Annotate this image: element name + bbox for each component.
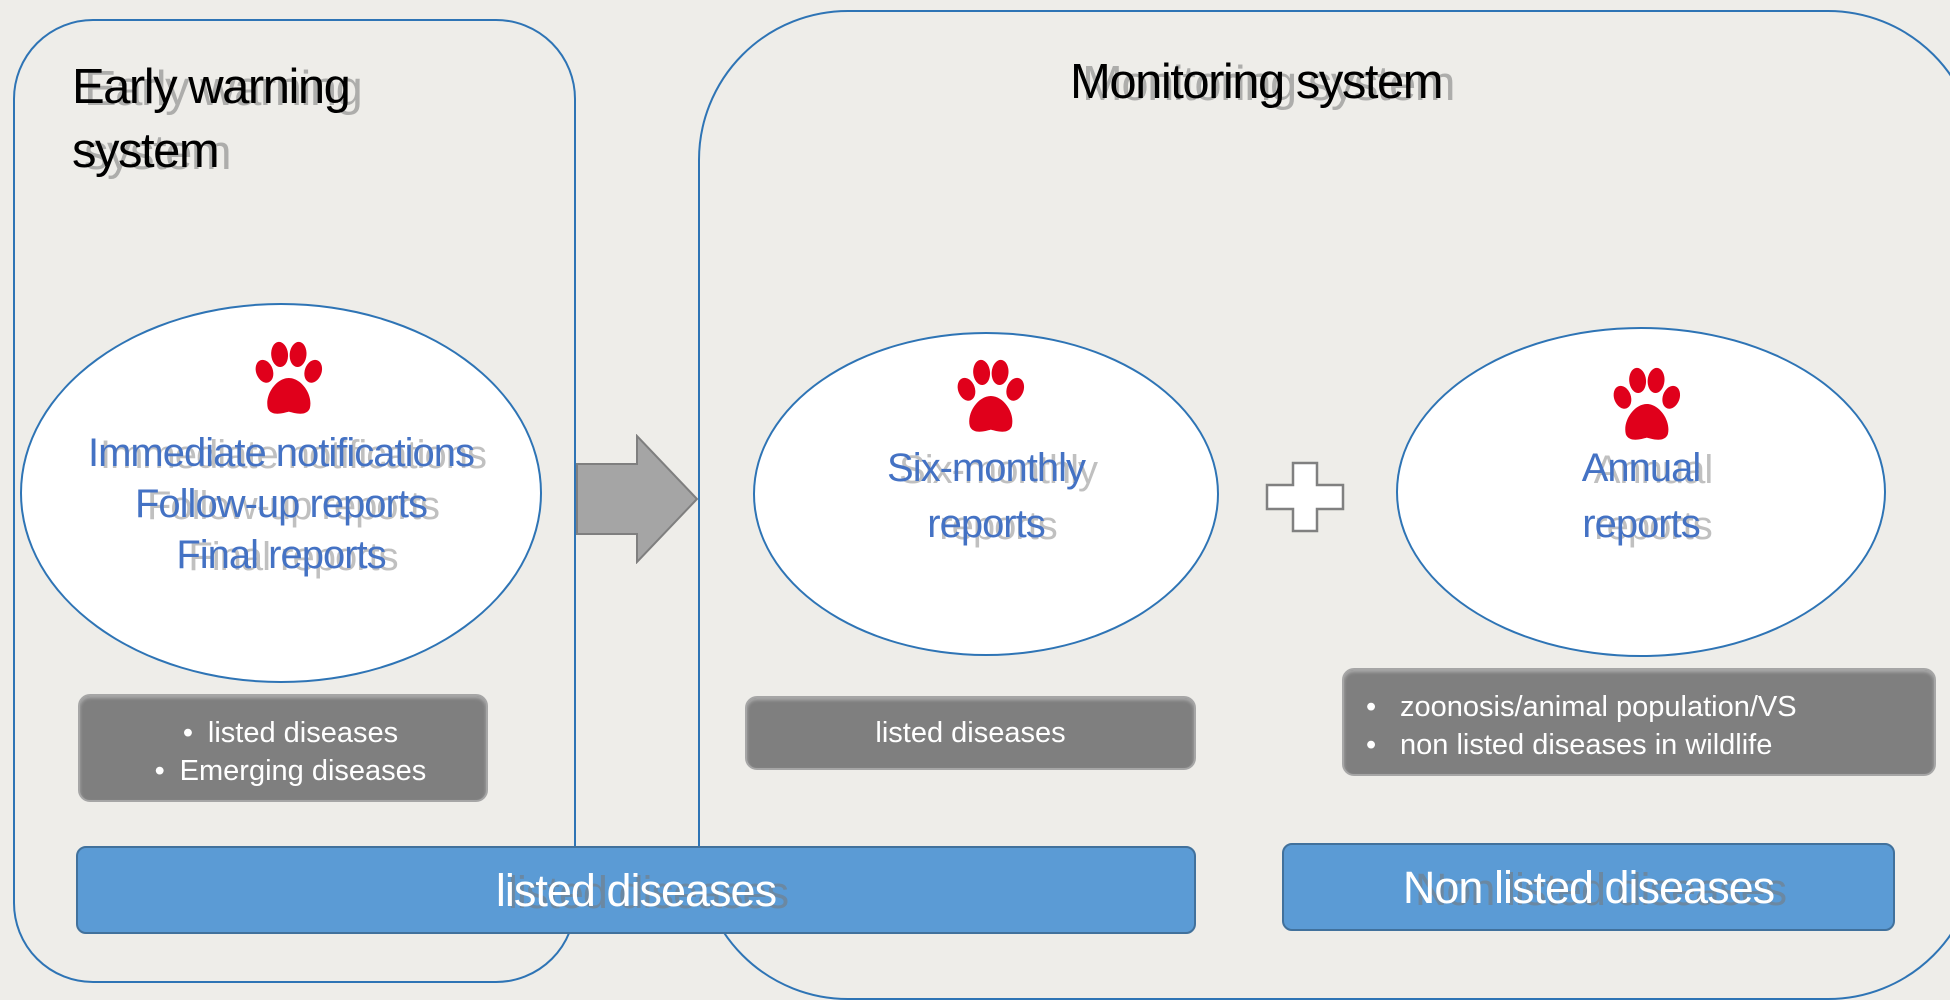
bullet-icon: • [154,755,165,787]
bullet-icon: • [1366,691,1377,723]
right-arrow-icon [576,434,699,564]
annual-scope-box: •zoonosis/animal population/VS •non list… [1342,668,1936,776]
immediate-notifications-label: Immediate notifications [87,431,475,475]
early-warning-title: Early warning system [72,60,351,178]
listed-diseases-bar: listed diseases [76,846,1196,934]
list-item: •listed diseases [80,714,486,752]
follow-up-reports-label: Follow-up reports [134,482,428,526]
paw-icon [957,359,1025,432]
six-monthly-reports-ellipse [753,332,1219,656]
plus-icon [1265,461,1345,533]
paw-icon [255,341,323,414]
early-warning-scope-box: •listed diseases •Emerging diseases [78,694,488,802]
six-monthly-scope-box: listed diseases [745,696,1196,770]
list-item: •Emerging diseases [80,752,486,790]
immediate-reports-text: Immediate notifications Follow-up report… [20,428,542,581]
final-reports-label: Final reports [176,533,386,577]
list-item: •non listed diseases in wildlife [1366,726,1934,764]
non-listed-diseases-bar: Non listed diseases [1282,843,1895,931]
six-monthly-label: Six-monthly [887,446,1086,490]
bullet-icon: • [182,717,193,749]
six-monthly-reports-text: Six-monthly reports [753,440,1219,552]
six-monthly-reports-label: reports [927,502,1046,546]
bullet-icon: • [1366,729,1377,761]
monitoring-title: Monitoring system [1070,55,1444,109]
list-item: •zoonosis/animal population/VS [1366,688,1934,726]
paw-icon [1613,367,1681,440]
early-warning-panel [13,19,576,983]
annual-label: Annual [1581,446,1702,490]
annual-reports-label: reports [1582,502,1701,546]
annual-reports-text: Annual reports [1396,440,1886,552]
